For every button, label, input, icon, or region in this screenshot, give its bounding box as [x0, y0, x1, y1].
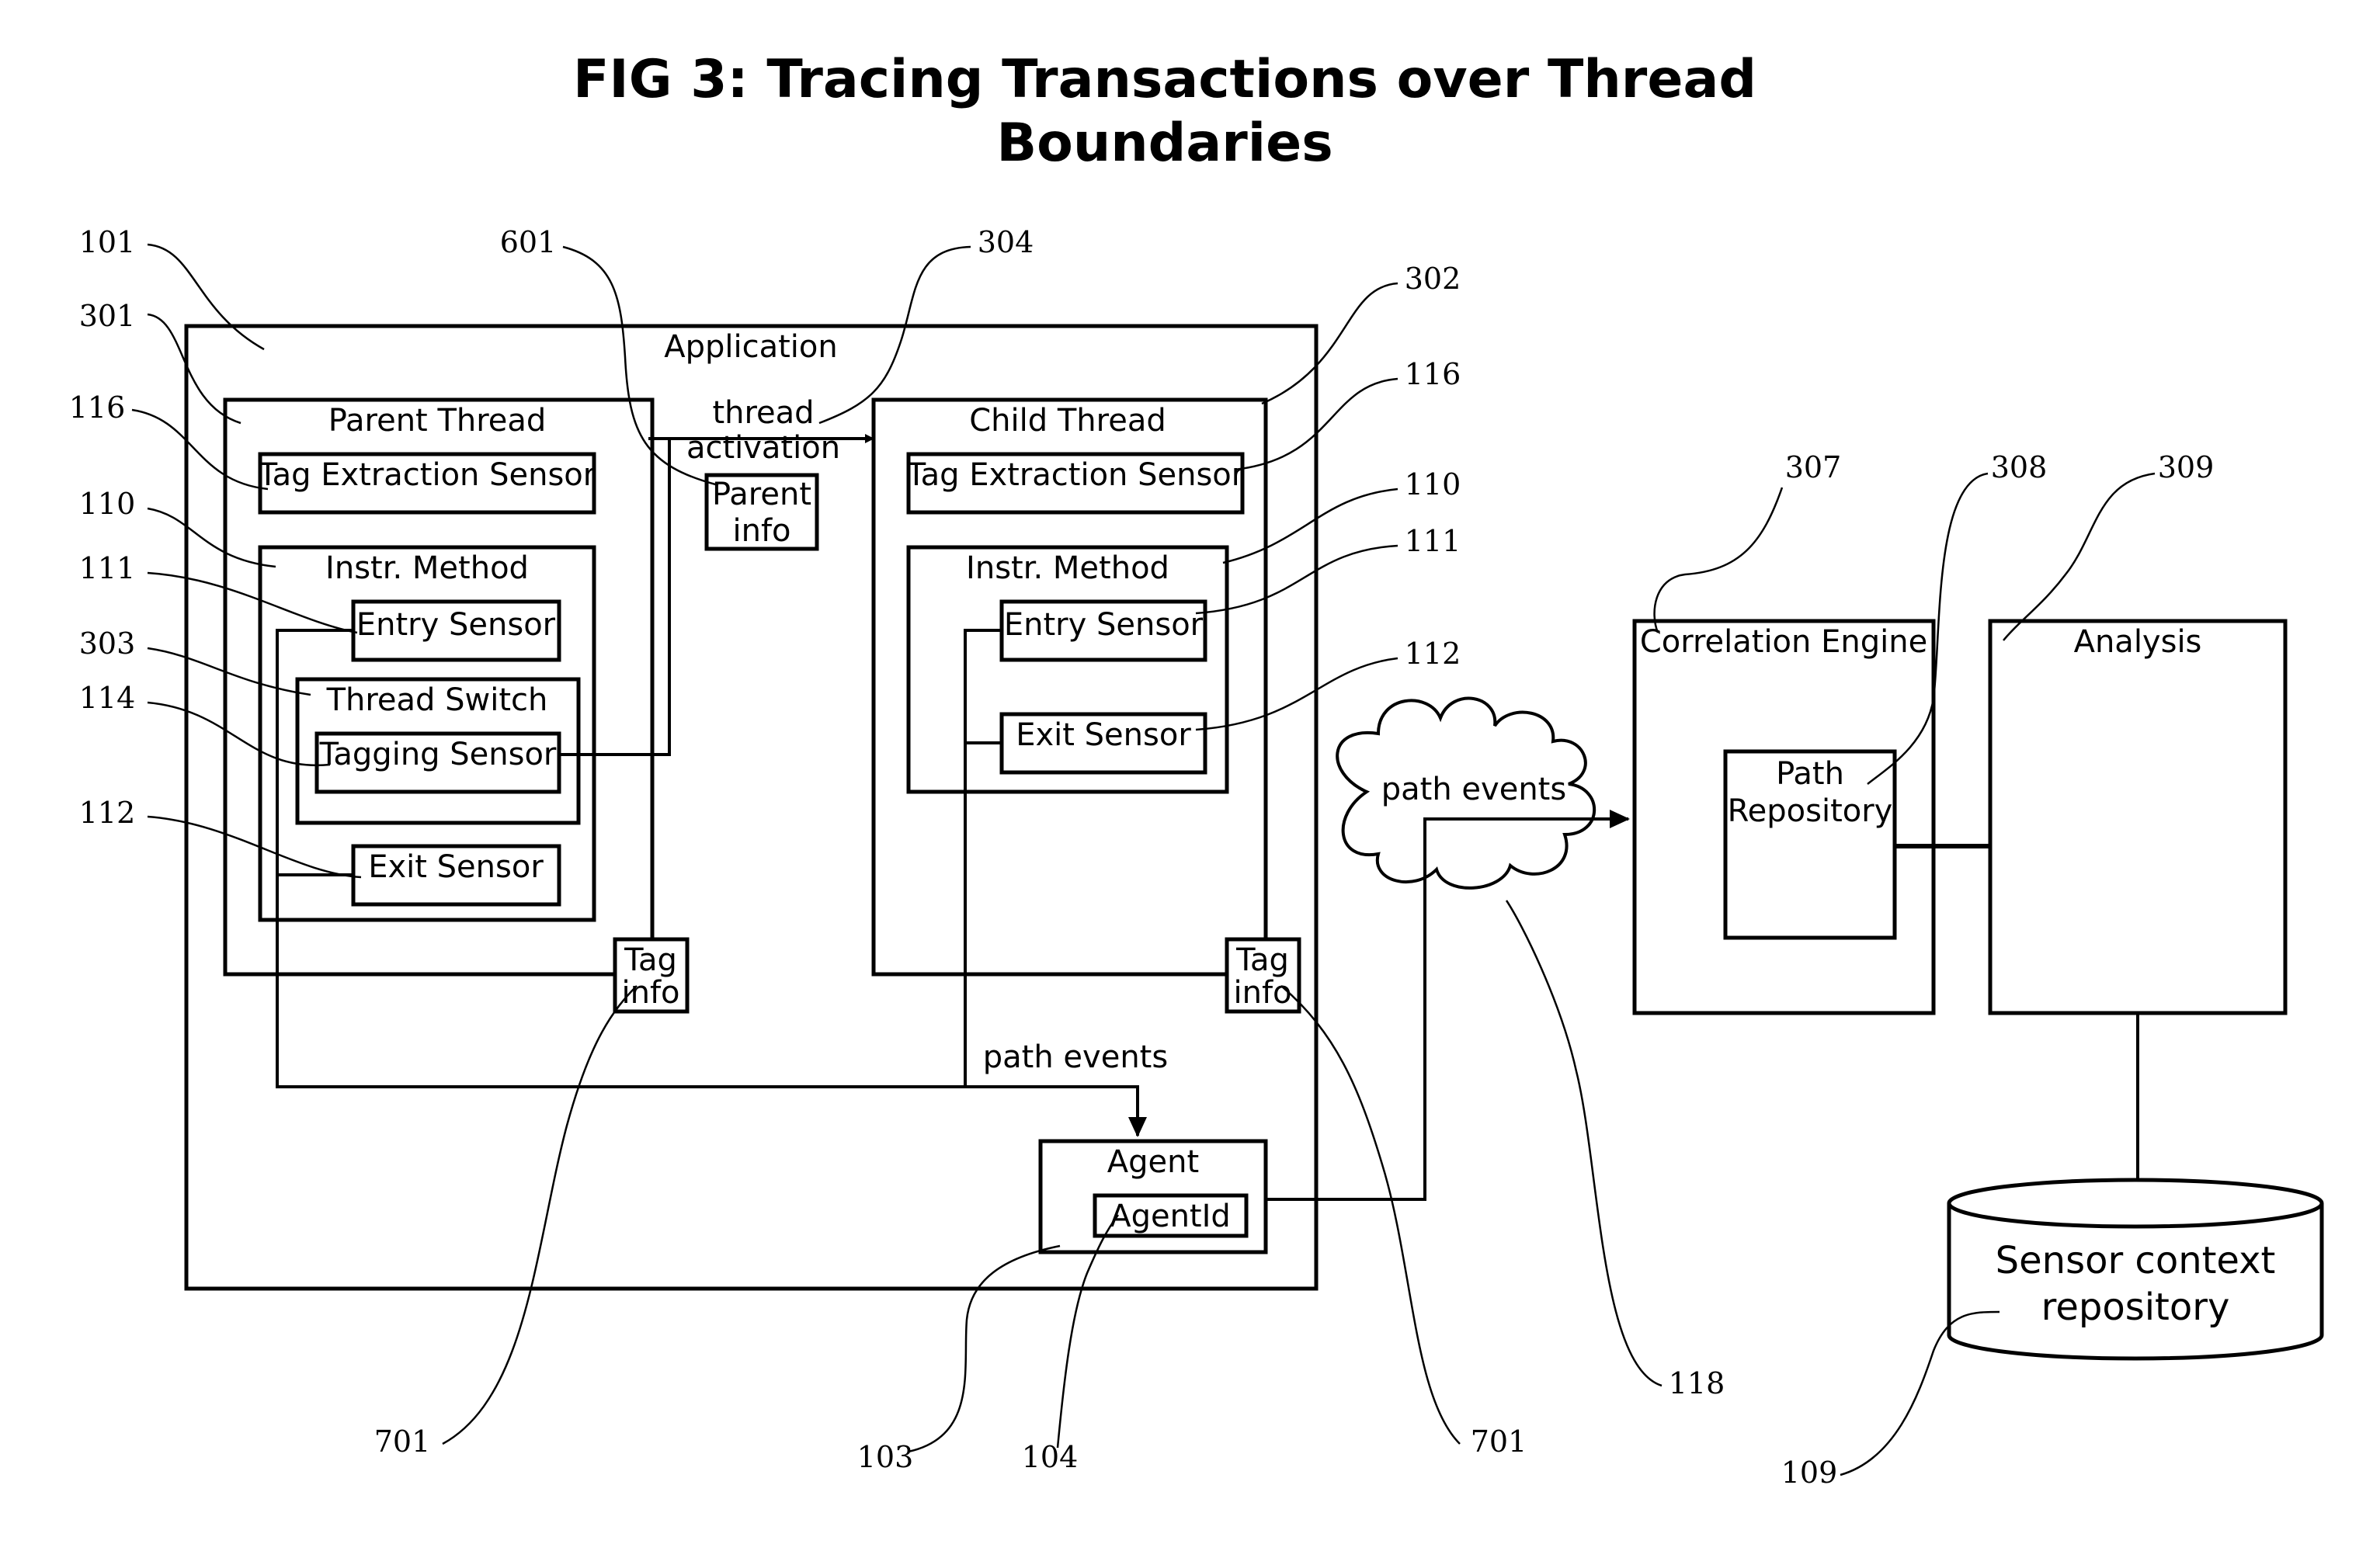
parent-tag-extraction-sensor-label: Tag Extraction Sensor [258, 457, 596, 493]
ref-701-left: 701 [374, 1424, 431, 1459]
ref-110-left: 110 [79, 487, 136, 521]
tagging-sensor-label: Tagging Sensor [319, 737, 557, 772]
analysis-label: Analysis [2074, 624, 2202, 660]
ref-116-right: 116 [1405, 357, 1461, 391]
thread-activation-line2: activation [686, 430, 840, 466]
figure-title-line1: FIG 3: Tracing Transactions over Thread [573, 49, 1756, 110]
leader-307 [1655, 488, 1782, 633]
ref-309: 309 [2158, 450, 2215, 484]
child-entry-sensor-label: Entry Sensor [1004, 607, 1204, 643]
child-tag-extraction-sensor-label: Tag Extraction Sensor [906, 457, 1245, 493]
child-tag-info-line1: Tag [1235, 942, 1289, 978]
ref-109: 109 [1781, 1456, 1838, 1490]
ref-114: 114 [79, 681, 136, 715]
ref-118: 118 [1669, 1366, 1725, 1400]
child-exit-sensor-label: Exit Sensor [1016, 717, 1191, 753]
ref-112-right: 112 [1405, 637, 1461, 671]
ref-304: 304 [978, 225, 1034, 259]
ref-111-right: 111 [1405, 524, 1461, 558]
thread-activation-line1: thread [712, 395, 814, 431]
ref-303: 303 [79, 626, 136, 661]
agent-id-label: AgentId [1110, 1199, 1231, 1234]
ref-110-right: 110 [1405, 467, 1461, 501]
ref-701-right: 701 [1471, 1424, 1527, 1459]
ref-104: 104 [1022, 1440, 1079, 1474]
correlation-engine-label: Correlation Engine [1640, 624, 1927, 660]
sensor-context-repository-line2: repository [2041, 1286, 2230, 1329]
ref-301: 301 [79, 299, 136, 333]
parent-exit-sensor-label: Exit Sensor [368, 849, 544, 885]
parent-info-line2: info [732, 513, 790, 549]
child-thread-label: Child Thread [969, 403, 1166, 439]
figure-title-line2: Boundaries [996, 113, 1332, 174]
leader-309 [2003, 474, 2155, 640]
parent-instr-method-label: Instr. Method [325, 550, 529, 586]
sensor-context-repository-top [1949, 1180, 2322, 1227]
agent-to-correlation-line [1266, 819, 1628, 1199]
cloud-path-events-label: path events [1381, 772, 1566, 807]
ref-103: 103 [857, 1440, 914, 1474]
child-instr-method-label: Instr. Method [966, 550, 1169, 586]
ref-112-left: 112 [79, 796, 136, 830]
internal-path-events-label: path events [983, 1039, 1168, 1075]
path-repository-line2: Repository [1728, 793, 1893, 829]
ref-307: 307 [1785, 450, 1842, 484]
ref-116-left: 116 [69, 390, 126, 425]
ref-302: 302 [1405, 262, 1461, 296]
parent-tag-info-line1: Tag [624, 942, 677, 978]
child-tag-info-line2: info [1233, 975, 1291, 1011]
path-repository-line1: Path [1776, 756, 1844, 792]
sensor-context-repository-line1: Sensor context [1996, 1239, 2276, 1282]
application-label: Application [664, 329, 838, 365]
analysis-box [1990, 621, 2285, 1013]
ref-111-left: 111 [79, 551, 136, 585]
parent-entry-sensor-label: Entry Sensor [356, 607, 556, 643]
parent-info-line1: Parent [712, 477, 811, 512]
ref-308: 308 [1991, 450, 2048, 484]
parent-thread-label: Parent Thread [328, 403, 547, 439]
agent-label: Agent [1107, 1144, 1199, 1180]
ref-601: 601 [500, 225, 557, 259]
ref-101: 101 [79, 225, 136, 259]
thread-switch-label: Thread Switch [326, 682, 548, 718]
